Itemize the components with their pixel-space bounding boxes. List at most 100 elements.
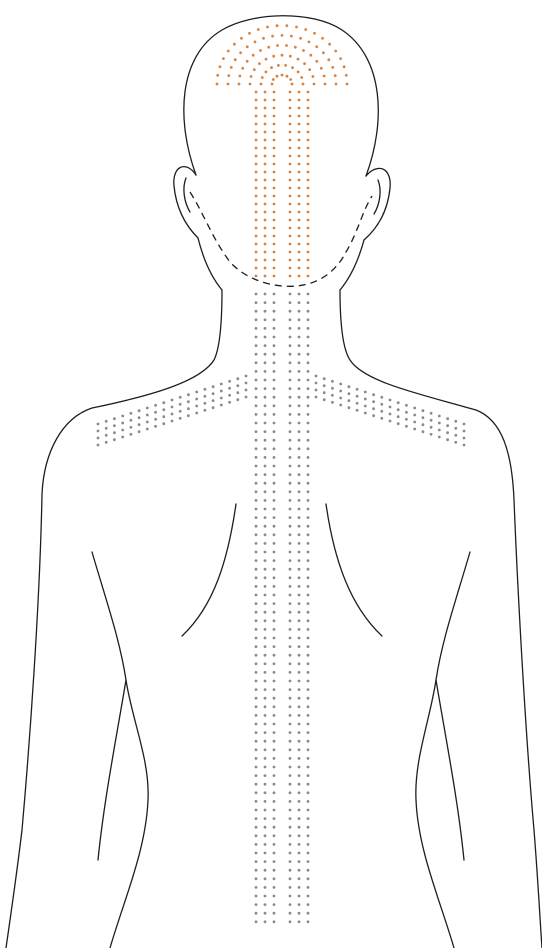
spine-dot	[298, 662, 301, 665]
spine-dot	[273, 551, 276, 554]
right-shoulder-dot	[422, 409, 425, 412]
left-shoulder-dot	[146, 414, 149, 417]
scalp-row-dot	[255, 163, 258, 166]
scalp-row-dot	[298, 267, 301, 270]
left-shoulder-dot	[154, 411, 157, 414]
spine-dot	[264, 387, 267, 390]
left-shoulder-dot	[195, 405, 198, 408]
scalp-row-dot	[273, 219, 276, 222]
left-shoulder-dot	[245, 389, 248, 392]
spine-dot	[298, 344, 301, 347]
spine-dot	[273, 301, 276, 304]
spine-dot	[255, 542, 258, 545]
scalp-fan-dot	[335, 83, 338, 86]
scalp-row-dot	[255, 267, 258, 270]
scalp-row-dot	[298, 259, 301, 262]
spine-dot	[273, 766, 276, 769]
spine-dot	[298, 430, 301, 433]
scalp-fan-dot	[258, 62, 261, 65]
scalp-row-dot	[298, 171, 301, 174]
left-shoulder-dot	[236, 377, 239, 380]
scalp-row-dot	[264, 163, 267, 166]
spine-dot	[289, 318, 292, 321]
left-shoulder-dot	[97, 444, 100, 447]
scalp-row-dot	[298, 107, 301, 110]
spine-dot	[289, 774, 292, 777]
left-shoulder-dot	[105, 434, 108, 437]
right-shoulder-dot	[331, 380, 334, 383]
spine-dot	[273, 834, 276, 837]
scalp-row-dot	[255, 251, 258, 254]
spine-dot	[307, 791, 310, 794]
scalp-fan-dot	[315, 45, 318, 48]
scalp-row-dot	[255, 211, 258, 214]
scalp-fan-dot	[346, 83, 349, 86]
right-shoulder-dot	[389, 406, 392, 409]
spine-dot	[264, 576, 267, 579]
scalp-row-dot	[273, 155, 276, 158]
spine-dot	[307, 800, 310, 803]
spine-dot	[307, 731, 310, 734]
scalp-row-dot	[289, 179, 292, 182]
spine-dot	[273, 688, 276, 691]
spine-dot	[307, 697, 310, 700]
spine-dot	[273, 705, 276, 708]
spine-dot	[298, 301, 301, 304]
left-shoulder-dot	[220, 390, 223, 393]
spine-dot	[289, 602, 292, 605]
spine-dot	[255, 439, 258, 442]
spine-dot	[264, 645, 267, 648]
scalp-fan-dot	[281, 34, 284, 37]
spine-dot	[298, 413, 301, 416]
spine-dot	[298, 714, 301, 717]
scalp-row-dot	[298, 131, 301, 134]
spine-dot	[273, 447, 276, 450]
spine-dot	[298, 619, 301, 622]
spine-dot	[307, 852, 310, 855]
spine-dot	[298, 404, 301, 407]
left-shoulder-dot	[121, 436, 124, 439]
spine-dot	[289, 430, 292, 433]
scalp-fan-dot	[216, 74, 219, 77]
right-shoulder-dot	[356, 395, 359, 398]
scalp-row-dot	[289, 219, 292, 222]
scalp-fan-dot	[261, 76, 264, 79]
spine-dots	[255, 293, 310, 924]
spine-dot	[255, 310, 258, 313]
spine-dot	[273, 671, 276, 674]
spine-dot	[289, 387, 292, 390]
scalp-fan-dot	[238, 83, 241, 86]
spine-dot	[255, 327, 258, 330]
scalp-row-dot	[255, 275, 258, 278]
left-shoulder-dot	[130, 412, 133, 415]
spine-dot	[273, 585, 276, 588]
left-shoulder-dot	[105, 441, 108, 444]
scalp-fan-dot	[281, 74, 284, 77]
spine-dot	[264, 318, 267, 321]
left-shoulder-dot	[162, 408, 165, 411]
spine-dot	[289, 542, 292, 545]
spine-dot	[273, 379, 276, 382]
scalp-row-dot	[289, 115, 292, 118]
right-shoulder-dot	[348, 399, 351, 402]
scalp-row-dot	[298, 147, 301, 150]
spine-dot	[255, 370, 258, 373]
left-shoulder-dot	[228, 387, 231, 390]
scalp-row-dot	[307, 211, 310, 214]
spine-dot	[255, 318, 258, 321]
spine-dot	[298, 920, 301, 923]
spine-dot	[298, 465, 301, 468]
spine-dot	[264, 662, 267, 665]
spine-dot	[273, 473, 276, 476]
scalp-fan-dot	[308, 41, 311, 44]
spine-dot	[255, 516, 258, 519]
spine-dot	[307, 585, 310, 588]
left-shoulder-dot	[179, 417, 182, 420]
spine-dot	[273, 912, 276, 915]
spine-dot	[307, 344, 310, 347]
scalp-row-dot	[307, 123, 310, 126]
right-shoulder-dot	[446, 417, 449, 420]
scalp-fan-dot	[216, 83, 219, 86]
scalp-row-dot	[273, 123, 276, 126]
left-shoulder-dot	[228, 401, 231, 404]
